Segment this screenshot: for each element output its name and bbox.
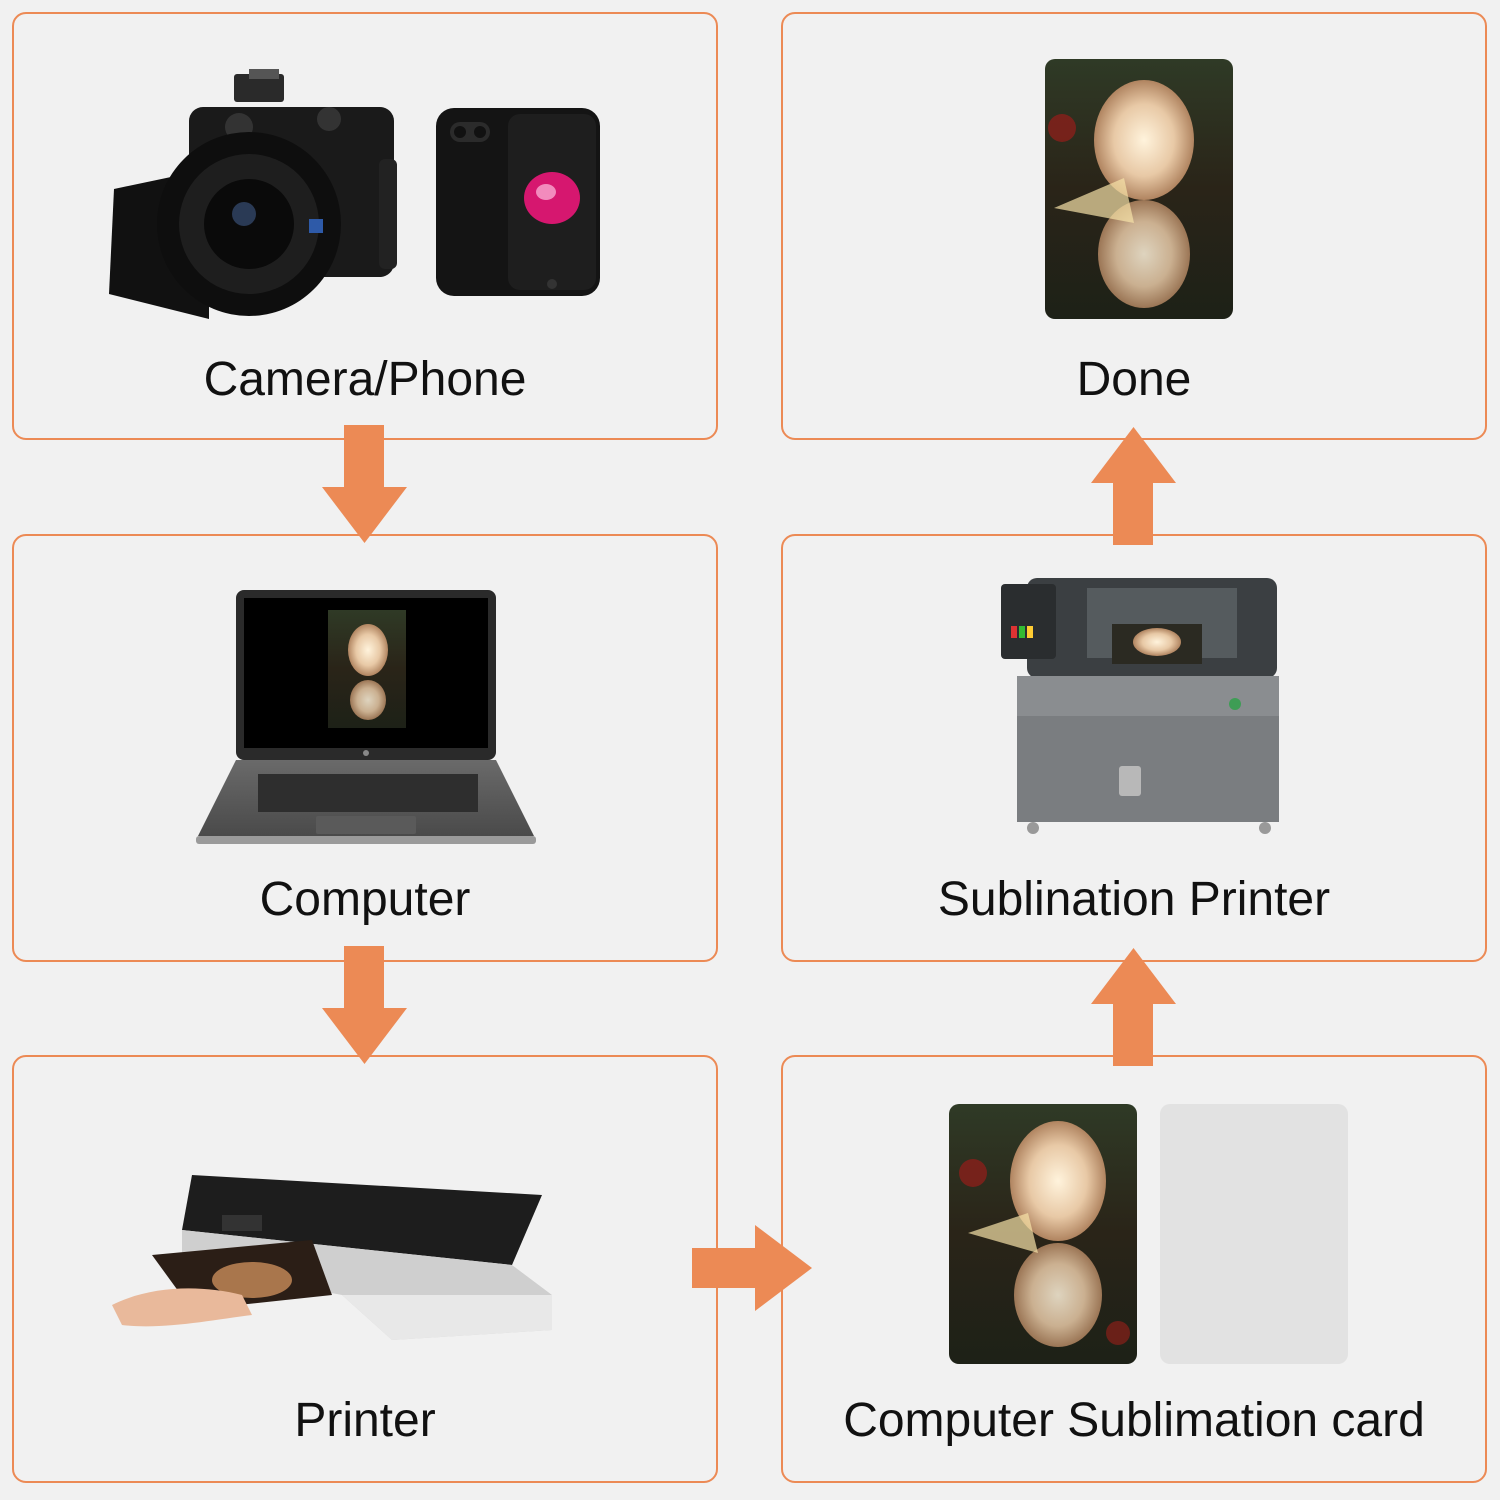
step-label: Camera/Phone [203, 353, 527, 406]
step-label: Sublination Printer [937, 873, 1331, 926]
laptop-icon [196, 590, 536, 844]
step-done: Done [781, 12, 1487, 440]
step-camera-phone: Camera/Phone [12, 12, 718, 440]
camera-icon [109, 69, 397, 319]
arrow-down-icon [322, 425, 407, 543]
step-computer: Computer [12, 534, 718, 962]
arrow-up-icon [1091, 427, 1176, 545]
step-sublimation-card: Computer Sublimation card [781, 1055, 1487, 1483]
arrow-right-icon [692, 1225, 812, 1311]
step-printer: Printer [12, 1055, 718, 1483]
phone-icon [436, 108, 600, 296]
finished-card [1045, 59, 1233, 319]
step-label: Computer [259, 873, 471, 926]
sublimation-card-blank [1160, 1104, 1348, 1364]
step-label: Printer [294, 1394, 436, 1447]
inkjet-printer-icon [112, 1175, 552, 1340]
step-label: Computer Sublimation card [843, 1394, 1425, 1447]
step-label: Done [1076, 353, 1192, 406]
step-sublination-printer: Sublination Printer [781, 534, 1487, 962]
sublimation-card-printed [949, 1104, 1137, 1364]
card-printer-icon [1001, 578, 1279, 834]
arrow-down-icon [322, 946, 407, 1064]
arrow-up-icon [1091, 948, 1176, 1066]
